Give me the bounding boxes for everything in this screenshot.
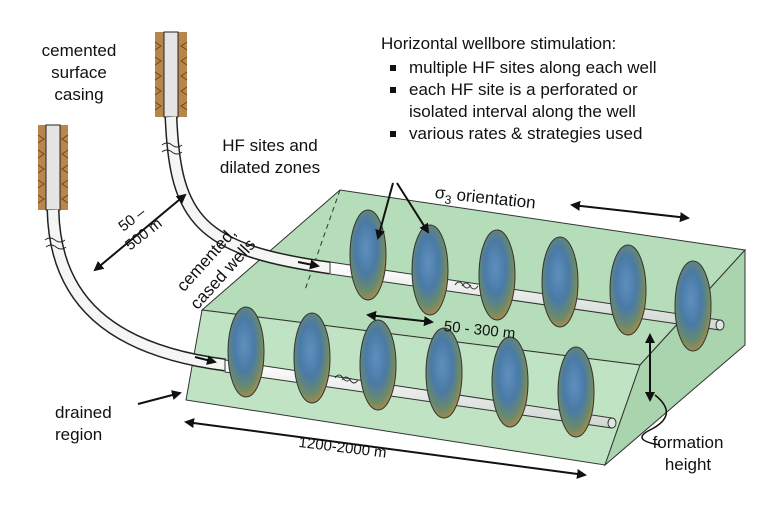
hf-sites-arrow-2 xyxy=(396,182,430,234)
annotation-arrows xyxy=(93,182,690,479)
fractures-back-row xyxy=(349,209,712,352)
bullet-square-icon xyxy=(390,87,396,93)
fracture xyxy=(411,224,449,316)
bullet-square-icon xyxy=(390,131,396,137)
fracture xyxy=(609,244,647,336)
label-drained-region: drained region xyxy=(55,403,112,444)
notes-heading: Horizontal wellbore stimulation: xyxy=(381,34,617,53)
formation-height-leader xyxy=(641,394,667,446)
fracture xyxy=(491,336,529,428)
notes-bullet: multiple HF sites along each well xyxy=(381,57,761,79)
length-arrow xyxy=(184,418,587,479)
cased-wells-arrow-lower xyxy=(194,355,217,365)
bullet-square-icon xyxy=(390,65,396,71)
casing-right xyxy=(154,31,188,118)
sigma3-arrow xyxy=(570,200,690,223)
label-hf-sites: HF sites and dilated zones xyxy=(219,136,321,177)
drained-region-arrow xyxy=(137,390,182,405)
cased-wells-arrow-upper xyxy=(297,259,320,270)
curve-break-lower xyxy=(44,237,67,250)
fracture xyxy=(359,319,397,411)
fractures-front-row xyxy=(227,306,595,438)
label-cemented-surface-casing: cemented surface casing xyxy=(41,41,117,104)
fracture xyxy=(349,209,387,301)
fracture xyxy=(227,306,265,398)
label-formation-height: formation height xyxy=(652,433,724,474)
fracture-spacing-arrow xyxy=(366,310,434,327)
stimulation-notes: Horizontal wellbore stimulation: multipl… xyxy=(381,33,761,145)
fracture xyxy=(674,260,712,352)
fracture xyxy=(557,346,595,438)
notes-bullet: various rates & strategies used xyxy=(381,123,761,145)
casing-left xyxy=(37,124,69,211)
hf-sites-arrow-1 xyxy=(375,182,394,240)
curve-break-upper xyxy=(161,142,183,155)
fracture xyxy=(478,229,516,321)
notes-bullet-continuation: isolated interval along the well xyxy=(409,102,636,121)
fracture xyxy=(541,236,579,328)
wellbore-lower-curve-inner xyxy=(48,209,226,370)
notes-bullet: each HF site is a perforated or xyxy=(381,79,761,101)
well-spacing-arrow xyxy=(93,193,187,272)
fracture xyxy=(425,327,463,419)
notes-list: multiple HF sites along each well each H… xyxy=(381,57,761,145)
fracture xyxy=(293,312,331,404)
